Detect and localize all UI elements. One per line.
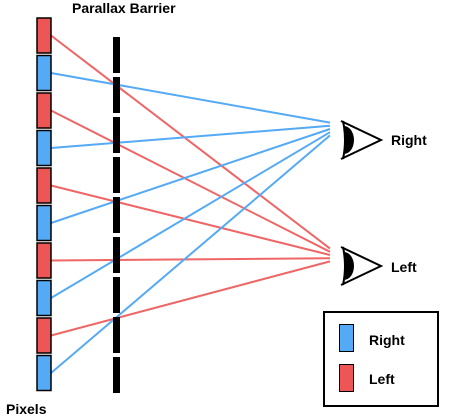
- left-pixel: [36, 17, 52, 54]
- pixel-column: [36, 17, 52, 392]
- legend-swatch-right: [339, 324, 354, 352]
- left-ray: [50, 260, 331, 337]
- right-pixel: [36, 129, 52, 167]
- left-pixel: [36, 167, 52, 204]
- left-eye-label: Left: [391, 259, 417, 275]
- right-pixel: [36, 279, 52, 317]
- barrier-segment: [113, 317, 120, 353]
- barrier-segment: [113, 357, 120, 393]
- left-pixel: [36, 92, 52, 129]
- right-ray: [50, 128, 331, 224]
- barrier-segment: [113, 277, 120, 313]
- legend-swatch-left: [339, 364, 354, 392]
- left-ray: [50, 34, 331, 250]
- right-ray: [50, 72, 331, 124]
- left-ray: [50, 109, 331, 253]
- barrier-segment: [113, 77, 120, 113]
- light-rays: [50, 34, 331, 374]
- legend-label-right: Right: [369, 332, 405, 348]
- barrier-segment: [113, 37, 120, 73]
- right-ray: [50, 124, 331, 149]
- right-ray: [50, 131, 331, 299]
- left-eye-icon: [340, 246, 384, 286]
- barrier-segment: [113, 197, 120, 233]
- right-pixel: [36, 54, 52, 92]
- right-eye-icon: [340, 120, 384, 160]
- right-pixel: [36, 354, 52, 392]
- left-pixel: [36, 317, 52, 354]
- barrier-segment: [113, 117, 120, 153]
- left-ray: [50, 184, 331, 256]
- right-pixel: [36, 204, 52, 242]
- parallax-barrier: [113, 37, 120, 393]
- diagram-title: Parallax Barrier: [72, 0, 176, 16]
- barrier-segment: [113, 157, 120, 193]
- legend-label-left: Left: [369, 371, 395, 387]
- right-eye-label: Right: [391, 132, 427, 148]
- legend: Right Left: [323, 311, 439, 407]
- barrier-segment: [113, 237, 120, 273]
- left-pixel: [36, 242, 52, 279]
- right-ray: [50, 134, 331, 374]
- left-ray: [50, 257, 331, 262]
- pixels-label: Pixels: [6, 401, 47, 417]
